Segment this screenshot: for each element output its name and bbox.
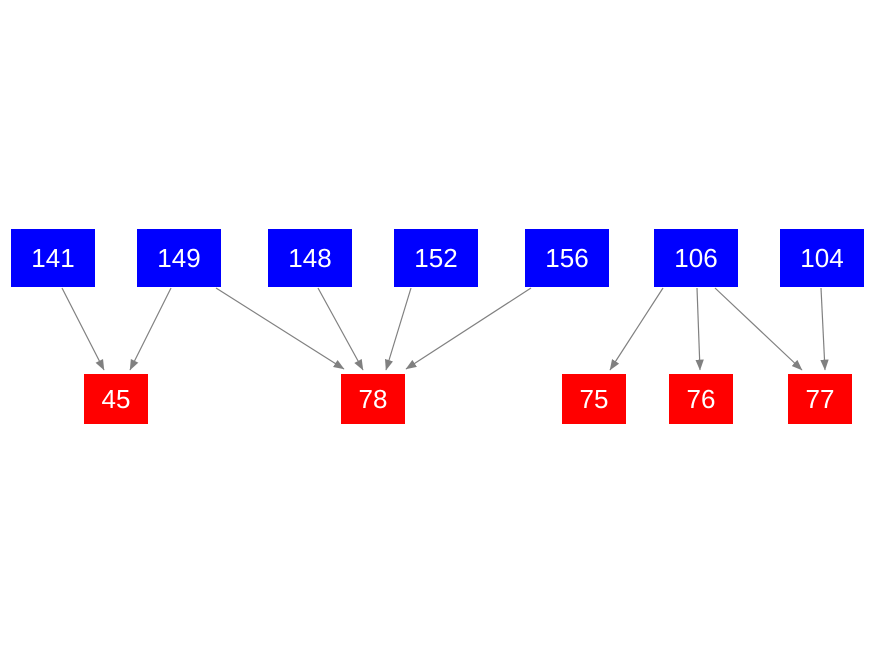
node-label: 106 — [674, 243, 718, 273]
node-label: 141 — [31, 243, 75, 273]
node-label: 45 — [101, 384, 131, 414]
edge-141-to-45 — [61, 287, 105, 371]
source-node-106[interactable]: 106 — [654, 229, 738, 287]
target-node-77[interactable]: 77 — [788, 374, 852, 424]
edges-group — [61, 287, 829, 371]
target-node-75[interactable]: 75 — [562, 374, 626, 424]
source-node-156[interactable]: 156 — [525, 229, 609, 287]
edge-104-to-77 — [820, 287, 829, 371]
node-label: 149 — [157, 243, 201, 273]
node-label: 104 — [800, 243, 844, 273]
target-node-45[interactable]: 45 — [84, 374, 148, 424]
edge-106-to-77 — [714, 287, 803, 371]
node-label: 78 — [358, 384, 388, 414]
edge-156-to-78 — [405, 287, 532, 370]
edge-148-to-78 — [317, 287, 364, 371]
node-label: 75 — [579, 384, 609, 414]
edge-106-to-75 — [609, 287, 664, 371]
source-node-141[interactable]: 141 — [11, 229, 95, 287]
node-label: 77 — [805, 384, 835, 414]
node-label: 76 — [686, 384, 716, 414]
target-node-78[interactable]: 78 — [341, 374, 405, 424]
edge-152-to-78 — [384, 287, 412, 371]
target-node-76[interactable]: 76 — [669, 374, 733, 424]
source-node-148[interactable]: 148 — [268, 229, 352, 287]
node-label: 148 — [288, 243, 332, 273]
node-label: 152 — [414, 243, 458, 273]
edge-149-to-45 — [129, 287, 172, 371]
node-label: 156 — [545, 243, 589, 273]
edge-106-to-76 — [695, 287, 704, 371]
source-node-152[interactable]: 152 — [394, 229, 478, 287]
source-node-149[interactable]: 149 — [137, 229, 221, 287]
edge-149-to-78 — [215, 287, 345, 370]
source-node-104[interactable]: 104 — [780, 229, 864, 287]
